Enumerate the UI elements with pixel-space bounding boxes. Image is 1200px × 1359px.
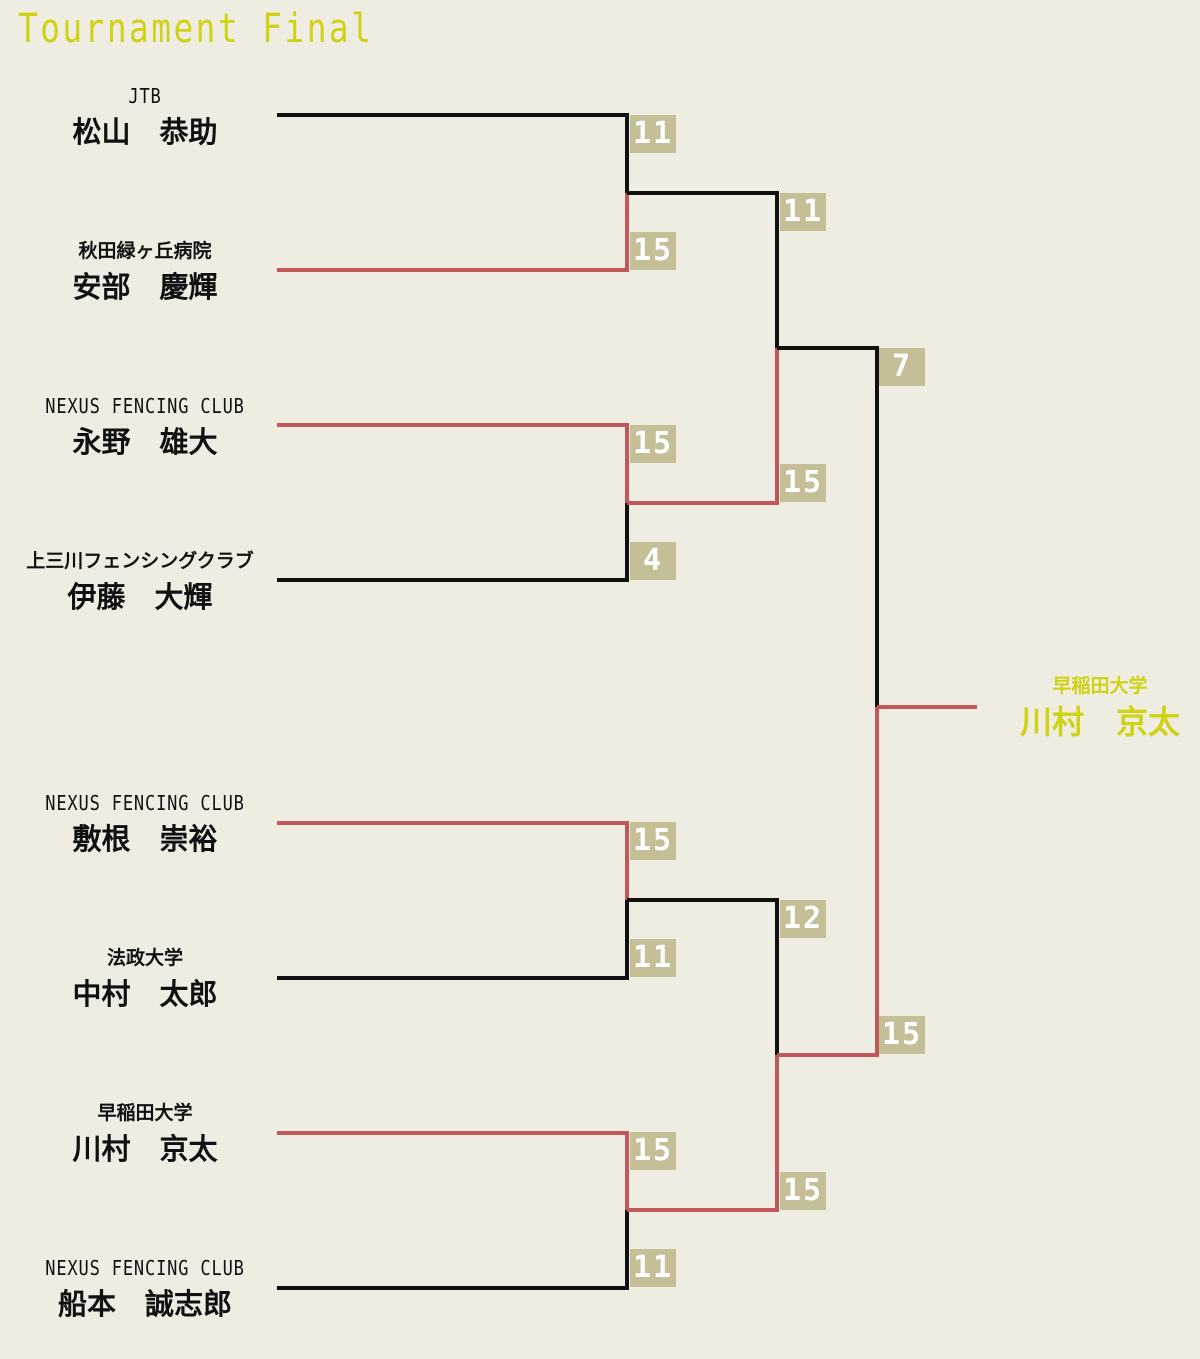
- score-badge: 15: [630, 425, 676, 463]
- bracket-line-winner: [277, 1131, 629, 1210]
- player-name: 船本 誠志郎: [57, 1287, 232, 1321]
- team-label: NEXUS FENCING CLUB: [45, 1256, 245, 1280]
- bracket-line-winner: [627, 348, 779, 505]
- champion-name: 川村 京太: [1019, 703, 1180, 741]
- player-1: JTB 松山 恭助: [0, 82, 290, 152]
- score-badge: 15: [780, 464, 826, 502]
- score-badge: 11: [630, 115, 676, 153]
- champion-team: 早稲田大学: [1052, 675, 1148, 697]
- bracket-line-loser: [627, 191, 779, 348]
- player-name: 永野 雄大: [72, 425, 218, 459]
- player-name: 安部 慶輝: [72, 270, 218, 304]
- player-name: 中村 太郎: [72, 977, 218, 1011]
- player-3: NEXUS FENCING CLUB 永野 雄大: [0, 392, 290, 462]
- bracket-line-loser: [277, 113, 629, 193]
- score-badge: 11: [780, 193, 826, 231]
- score-badge: 15: [630, 822, 676, 860]
- team-label: JTB: [128, 84, 162, 108]
- bracket-line-loser: [277, 1210, 629, 1290]
- player-name: 松山 恭助: [72, 115, 218, 149]
- page-title: Tournament Final: [18, 6, 374, 52]
- bracket-line-loser: [627, 898, 779, 1055]
- score-badge: 4: [630, 542, 676, 580]
- player-name: 川村 京太: [72, 1132, 218, 1166]
- bracket-line-loser: [277, 900, 629, 980]
- player-7: 早稲田大学 川村 京太: [0, 1099, 290, 1169]
- team-label: 法政大学: [106, 947, 183, 969]
- score-badge: 11: [630, 939, 676, 977]
- score-badge: 15: [630, 232, 676, 270]
- bracket-line-winner: [277, 821, 629, 900]
- score-badge: 15: [879, 1016, 925, 1054]
- bracket-line-winner: [627, 1055, 779, 1212]
- score-badge: 11: [630, 1249, 676, 1287]
- score-badge: 12: [780, 900, 826, 938]
- champion: 早稲田大学 川村 京太: [1000, 672, 1200, 742]
- bracket-line-loser: [277, 503, 629, 582]
- player-2: 秋田緑ヶ丘病院 安部 慶輝: [0, 237, 290, 307]
- score-badge: 15: [630, 1132, 676, 1170]
- team-label: 秋田緑ヶ丘病院: [78, 240, 212, 262]
- bracket-line-winner: [277, 423, 629, 503]
- bracket-line-loser: [777, 346, 879, 707]
- team-label: 早稲田大学: [97, 1102, 193, 1124]
- bracket-line-winner: [277, 193, 629, 272]
- team-label: NEXUS FENCING CLUB: [45, 394, 245, 418]
- score-badge: 15: [780, 1172, 826, 1210]
- player-name: 敷根 崇裕: [72, 822, 218, 856]
- team-label: 上三川フェンシングクラブ: [26, 550, 254, 572]
- player-4: 上三川フェンシングクラブ 伊藤 大輝: [0, 547, 285, 617]
- team-label: NEXUS FENCING CLUB: [45, 791, 245, 815]
- player-6: 法政大学 中村 太郎: [0, 944, 290, 1014]
- player-8: NEXUS FENCING CLUB 船本 誠志郎: [0, 1254, 290, 1324]
- player-5: NEXUS FENCING CLUB 敷根 崇裕: [0, 789, 290, 859]
- score-badge: 7: [879, 348, 925, 386]
- bracket-line-winner: [777, 707, 879, 1057]
- player-name: 伊藤 大輝: [67, 580, 213, 614]
